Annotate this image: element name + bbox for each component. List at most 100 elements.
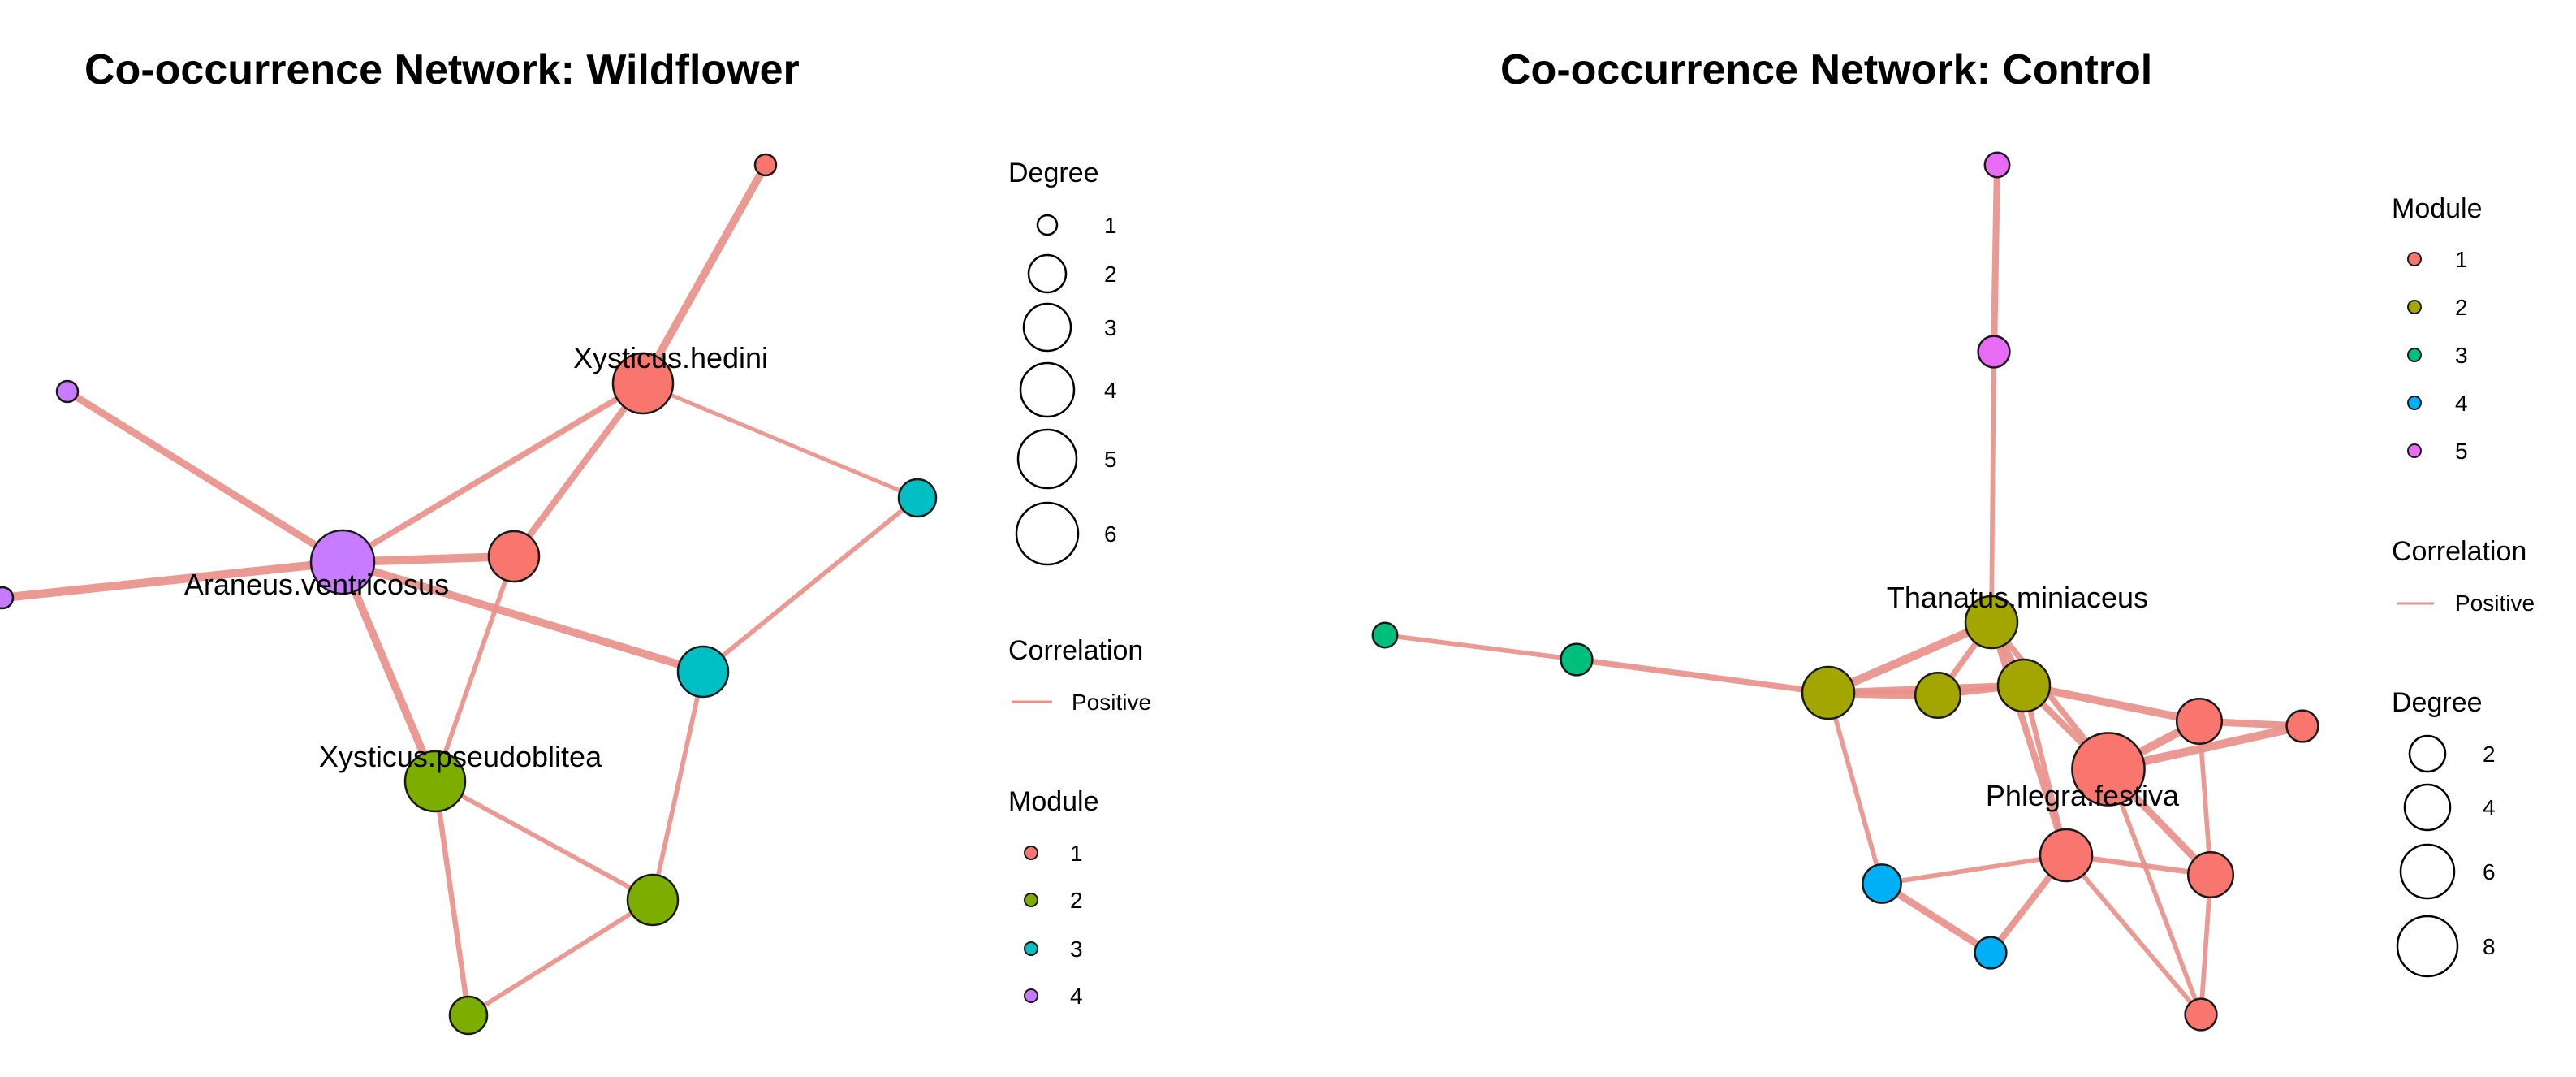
network-node — [1371, 621, 1399, 649]
control-title: Co-occurrence Network: Control — [1500, 46, 2152, 93]
module-legend-key — [2407, 300, 2422, 314]
degree-legend-label: 4 — [1104, 378, 1117, 403]
module-legend-label: 2 — [1070, 888, 1083, 913]
module-legend-label: 2 — [2455, 295, 2468, 320]
module-legend-label: 1 — [1070, 841, 1083, 866]
network-edge — [1878, 880, 1995, 957]
network-edge — [339, 380, 646, 565]
degree-legend-label: 1 — [1104, 213, 1117, 238]
network-node — [1996, 658, 2052, 713]
network-edge — [510, 379, 647, 560]
wild-module-legend-keys: 1 2 3 4 — [1024, 841, 1083, 1009]
network-node — [487, 530, 541, 583]
network-node — [55, 379, 80, 404]
degree-legend-key — [1022, 302, 1072, 353]
degree-legend-label: 3 — [1104, 315, 1117, 340]
network-edge — [1383, 633, 1579, 662]
degree-legend-label: 6 — [1104, 521, 1117, 547]
network-node — [1964, 595, 2019, 650]
network-edge — [433, 554, 516, 784]
network-node — [676, 645, 730, 699]
wild-module-legend-title: Module — [1008, 786, 1099, 817]
network-node — [611, 352, 675, 415]
network-node — [448, 995, 489, 1036]
node-label: Araneus.ventricosus — [184, 568, 449, 601]
network-edge — [639, 161, 770, 387]
network-edge — [1826, 690, 1884, 886]
network-node — [1862, 863, 1902, 904]
ctrl-correlation-legend-label: Positive — [2455, 590, 2535, 616]
node-label: Phlegra.festiva — [1986, 779, 2180, 812]
module-legend-label: 3 — [1070, 936, 1083, 962]
network-edge — [63, 387, 347, 566]
wildflower-nodes — [0, 153, 938, 1036]
module-legend-key — [2407, 252, 2422, 266]
wildflower-title: Co-occurrence Network: Wildflower — [84, 46, 800, 93]
network-edge — [1823, 617, 1996, 698]
degree-legend-key — [2396, 915, 2459, 978]
degree-legend-key — [2408, 734, 2447, 773]
network-node — [309, 529, 376, 595]
wild-degree-legend-title: Degree — [1008, 158, 1099, 188]
module-legend-label: 5 — [2455, 439, 2468, 464]
network-edge — [339, 558, 439, 785]
network-edge — [641, 381, 920, 500]
network-edge — [1573, 656, 1832, 696]
module-legend-label: 4 — [1070, 984, 1083, 1009]
module-legend-key — [1024, 893, 1038, 907]
network-edge — [2197, 719, 2213, 877]
degree-legend-label: 6 — [2483, 859, 2496, 885]
module-legend-key — [1024, 988, 1038, 1003]
ctrl-degree-legend-keys: 2 4 6 8 — [2396, 734, 2496, 978]
module-legend-label: 1 — [2455, 247, 2468, 272]
wild-correlation-legend-label: Positive — [1072, 690, 1151, 715]
network-node — [2285, 709, 2319, 743]
control-nodes — [1371, 151, 2319, 1032]
control-edges — [1383, 161, 2307, 1017]
network-edge — [339, 558, 707, 676]
wild-correlation-legend-title: Correlation — [1008, 635, 1143, 666]
degree-legend-label: 2 — [2483, 742, 2496, 767]
network-edge — [2021, 682, 2069, 859]
wildflower-edges — [0, 161, 920, 1019]
node-label: Xysticus.pseudoblitea — [319, 740, 602, 773]
degree-legend-label: 4 — [2483, 795, 2496, 820]
module-legend-key — [2407, 348, 2422, 362]
ctrl-module-legend-keys: 1 2 3 4 5 — [2407, 247, 2468, 464]
module-legend-key — [2407, 396, 2422, 410]
network-edge — [2020, 681, 2203, 725]
network-edge — [433, 779, 655, 902]
network-node — [1801, 665, 1856, 720]
network-node — [626, 873, 680, 927]
degree-legend-key — [1016, 428, 1078, 490]
panel-control: Co-occurrence Network: Control Thanatus.… — [1371, 46, 2535, 1032]
network-node — [897, 478, 938, 518]
network-node — [1983, 151, 2011, 179]
module-legend-label: 4 — [2455, 391, 2468, 416]
degree-legend-key — [1027, 253, 1068, 294]
network-edge — [650, 669, 705, 902]
network-node — [2184, 997, 2218, 1032]
wildflower-node-labels: Xysticus.hediniAraneus.ventricosusXystic… — [184, 341, 768, 773]
network-edge — [2106, 767, 2203, 1017]
node-label: Xysticus.hedini — [573, 341, 768, 374]
network-node — [1974, 936, 2008, 970]
network-node — [1560, 642, 1594, 677]
degree-legend-key — [1036, 214, 1059, 236]
network-edge — [466, 898, 655, 1018]
ctrl-module-legend-title: Module — [2392, 193, 2483, 224]
network-node — [2071, 732, 2146, 807]
degree-legend-label: 8 — [2483, 934, 2496, 959]
network-edge — [432, 778, 472, 1019]
panel-wildflower: Co-occurrence Network: Wildflower Xystic… — [0, 46, 1151, 1036]
module-legend-label: 3 — [2455, 343, 2468, 368]
network-node — [403, 750, 467, 813]
module-legend-key — [1024, 941, 1038, 956]
network-node — [2175, 697, 2224, 746]
module-legend-key — [1024, 846, 1038, 860]
